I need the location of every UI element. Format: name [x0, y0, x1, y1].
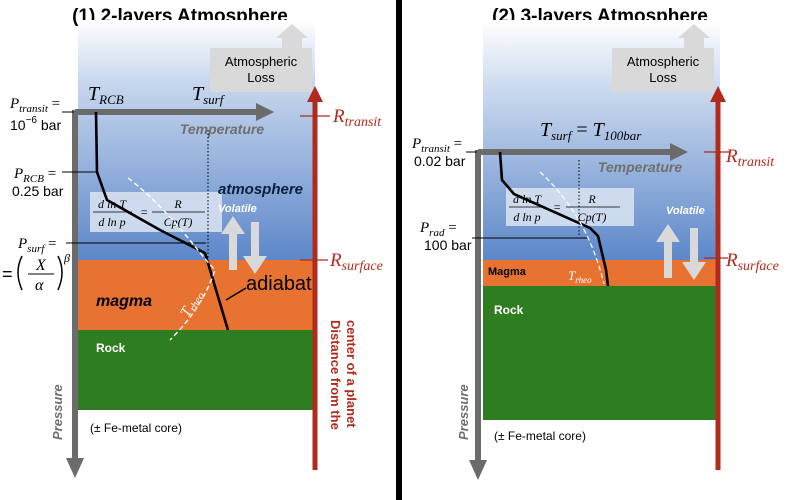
rock-layer-right	[483, 286, 720, 420]
p-rad-label: Prad =	[419, 220, 457, 239]
temperature-axis-label-right: Temperature	[598, 159, 683, 175]
svg-text:d ln p: d ln p	[98, 215, 125, 229]
volatile-down-arrow-icon	[243, 222, 267, 274]
temperature-profile-line-right	[498, 151, 610, 287]
magma-label-right: Magma	[488, 266, 527, 278]
temperature-axis-arrow-icon	[256, 103, 274, 121]
pressure-axis-label-right: Pressure	[456, 384, 471, 440]
r-surface-label-right: Rsurface	[725, 250, 779, 274]
r-transit-label-right: Rtransit	[725, 146, 775, 170]
rheology-curve-dashed	[127, 177, 216, 341]
volatile-label: Volatile	[218, 203, 257, 215]
p-transit-label: Ptransit =	[9, 96, 60, 115]
svg-text:R: R	[587, 192, 596, 206]
adiabat-formula-right: d ln T d ln p = R Cp(T)	[509, 192, 620, 224]
p-transit-value-right: 0.02 bar	[414, 153, 466, 169]
volatile-down-arrow-icon-right	[682, 228, 706, 280]
rock-label: Rock	[96, 341, 126, 355]
p-transit-value: 10−6 bar	[10, 115, 61, 133]
p-rad-value: 100 bar	[424, 237, 472, 253]
svg-text:=: =	[2, 264, 13, 284]
svg-text:=: =	[553, 200, 561, 214]
rock-layer	[78, 330, 315, 410]
distance-label-line2: center of a planet	[344, 320, 359, 428]
distance-axis-arrow-icon-right	[710, 86, 726, 102]
p-surf-formula: = X α β	[2, 251, 70, 294]
rheology-curve-dashed-right	[539, 171, 605, 285]
r-surface-label: Rsurface	[329, 250, 383, 274]
temperature-axis-label: Temperature	[180, 121, 265, 137]
core-label-right: (± Fe-metal core)	[494, 429, 586, 443]
distance-axis-arrow-icon	[307, 86, 323, 102]
atmospheric-loss-box-right	[612, 48, 714, 92]
distance-label-line1: Distance from the	[328, 320, 343, 430]
r-transit-label: Rtransit	[332, 106, 382, 130]
panel-divider	[396, 0, 402, 500]
svg-text:=: =	[140, 205, 148, 219]
svg-text:R: R	[173, 197, 182, 211]
temperature-profile-line	[94, 111, 230, 331]
panel-two-layer: (1) 2-layers Atmosphere Atmospheric Loss…	[2, 6, 383, 478]
volatile-up-arrow-icon-right	[656, 224, 680, 278]
svg-text:d ln p: d ln p	[513, 210, 540, 224]
svg-text:X: X	[35, 257, 47, 274]
core-label: (± Fe-metal core)	[90, 421, 182, 435]
atmospheric-loss-right-line1: Atmospheric	[627, 54, 700, 69]
volatile-label-right: Volatile	[666, 205, 705, 217]
atmospheric-loss-line2: Loss	[247, 70, 275, 85]
svg-text:α: α	[35, 277, 44, 294]
magma-label: magma	[96, 293, 152, 310]
atmospheric-loss-line1: Atmospheric	[225, 54, 298, 69]
temperature-axis-arrow-icon-right	[670, 143, 688, 161]
pressure-axis-arrow-icon	[66, 458, 84, 478]
magma-layer	[78, 260, 315, 330]
adiabat-pointer	[225, 287, 247, 301]
svg-text:Cp(T): Cp(T)	[164, 215, 193, 229]
panel-three-layer: (2) 3-layers Atmosphere Atmospheric Loss…	[411, 6, 779, 480]
atmosphere-label: atmosphere	[218, 181, 303, 198]
p-surf-label: Psurf =	[17, 236, 57, 255]
svg-text:β: β	[63, 251, 70, 265]
magma-layer-right	[483, 260, 720, 286]
pressure-axis-label: Pressure	[50, 384, 65, 440]
svg-text:Cp(T): Cp(T)	[578, 210, 607, 224]
loss-up-arrow-icon	[276, 24, 308, 48]
rock-label-right: Rock	[494, 303, 524, 317]
pressure-axis-arrow-icon-right	[469, 460, 487, 480]
p-rcb-value: 0.25 bar	[12, 183, 64, 199]
adiabat-label: adiabat	[246, 273, 312, 295]
atmospheric-loss-right-line2: Loss	[649, 70, 677, 85]
atmospheric-loss-box	[210, 48, 312, 92]
loss-up-arrow-icon-right	[678, 24, 710, 48]
volatile-up-arrow-icon	[221, 216, 245, 270]
